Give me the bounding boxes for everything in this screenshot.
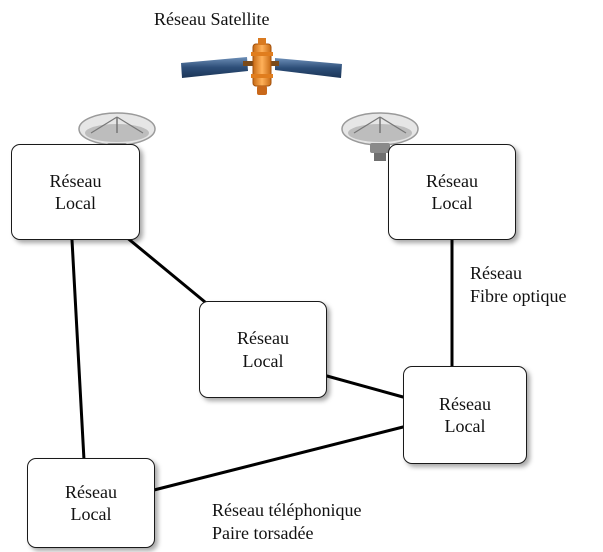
lan-label-line2: Local: [242, 350, 284, 371]
lan-label-line1: Réseau: [237, 328, 289, 348]
lan-label-line2: Local: [431, 193, 473, 213]
link-center-to-right: [325, 374, 405, 399]
satellite-network-label: Réseau Satellite: [154, 9, 270, 29]
lan-label-line2: Local: [444, 416, 486, 436]
satellite-dish-icon-right: [341, 112, 419, 161]
lan-box-right: Réseau Local: [403, 366, 527, 464]
lan-label-line2: Local: [55, 193, 96, 213]
lan-label-line1: Réseau: [65, 481, 117, 502]
lan-label-line1: Réseau: [49, 170, 102, 191]
phone-link-label: Réseau téléphonique Paire torsadée: [212, 499, 361, 544]
link-topleft-to-center: [123, 234, 207, 304]
fiber-label-line1: Réseau: [470, 263, 522, 283]
lan-box-center: Réseau Local: [199, 301, 327, 398]
lan-box-top-left: Réseau Local: [11, 144, 140, 240]
lan-box-top-right: Réseau Local: [388, 144, 516, 240]
satellite-icon: [181, 38, 342, 95]
lan-label-line1: Réseau: [426, 170, 478, 191]
link-bottomleft-to-right-phone: [152, 425, 405, 492]
lan-label-line1: Réseau: [439, 393, 491, 414]
link-topleft-to-bottomleft: [70, 238, 86, 462]
lan-label-line2: Local: [70, 504, 112, 524]
lan-box-bottom-left: Réseau Local: [27, 458, 155, 548]
phone-label-line1: Réseau téléphonique: [212, 500, 362, 520]
fiber-label-line2: Fibre optique: [470, 285, 567, 306]
phone-label-line2: Paire torsadée: [212, 522, 314, 543]
fiber-link-label: Réseau Fibre optique: [470, 262, 567, 307]
